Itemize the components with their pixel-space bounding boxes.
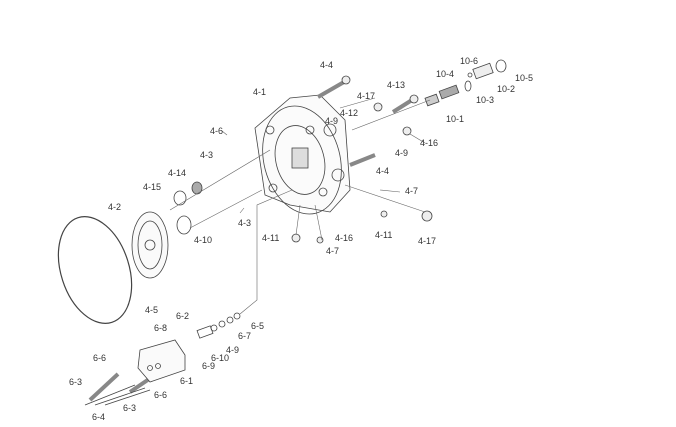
bolts	[88, 80, 414, 402]
part-label: 6-10	[211, 353, 230, 363]
part-label: 10-5	[515, 73, 534, 83]
bushing-4-10	[176, 215, 192, 235]
part-label: 4-3	[238, 218, 252, 228]
part-label: 4-1	[253, 87, 267, 97]
part-label: 6-3	[69, 377, 83, 387]
part-label: 4-5	[145, 305, 159, 315]
part-label: 4-14	[168, 168, 187, 178]
part-label: 6-6	[93, 353, 107, 363]
part-label: 6-5	[251, 321, 265, 331]
part-label: 10-6	[460, 56, 479, 66]
o-ring-4-5	[57, 216, 133, 324]
part-label: 4-16	[420, 138, 439, 148]
part-label: 6-9	[202, 361, 216, 371]
part-label: 10-3	[476, 95, 495, 105]
part-label: 6-3	[123, 403, 137, 413]
part-label: 4-2	[108, 202, 122, 212]
part-label: 4-9	[395, 148, 409, 158]
leader-lines	[169, 97, 431, 315]
part-label: 4-12	[340, 108, 359, 118]
part-label: 4-9	[226, 345, 240, 355]
part-label: 4-4	[320, 60, 334, 70]
ring-4-15	[173, 190, 187, 206]
part-label: 6-2	[176, 311, 190, 321]
housing-4-1	[254, 94, 351, 215]
part-label: 10-1	[446, 114, 465, 124]
valve-10	[424, 59, 507, 107]
part-label: 4-17	[357, 91, 376, 101]
part-label: 4-7	[326, 246, 340, 256]
part-label: 4-9	[325, 116, 339, 126]
part-label: 10-2	[497, 84, 516, 94]
seal-4-14	[191, 181, 203, 195]
part-label: 6-4	[92, 412, 106, 422]
part-label: 10-4	[436, 69, 455, 79]
part-label: 4-7	[405, 186, 419, 196]
part-label: 4-11	[262, 233, 280, 243]
part-label: 4-16	[335, 233, 354, 243]
part-label: 4-15	[143, 182, 162, 192]
plate-4-2	[131, 211, 169, 279]
part-label: 4-17	[418, 236, 437, 246]
part-label: 4-13	[387, 80, 406, 90]
part-label: 6-6	[154, 390, 168, 400]
part-label: 4-4	[376, 166, 390, 176]
part-label: 6-1	[180, 376, 194, 386]
part-label: 4-10	[194, 235, 213, 245]
part-label: 4-11	[375, 230, 393, 240]
part-label: 6-8	[154, 323, 168, 333]
part-label: 4-6	[210, 126, 224, 136]
part-label: 4-3	[200, 150, 214, 160]
block-6-1	[84, 312, 241, 406]
part-label: 6-7	[238, 331, 252, 341]
